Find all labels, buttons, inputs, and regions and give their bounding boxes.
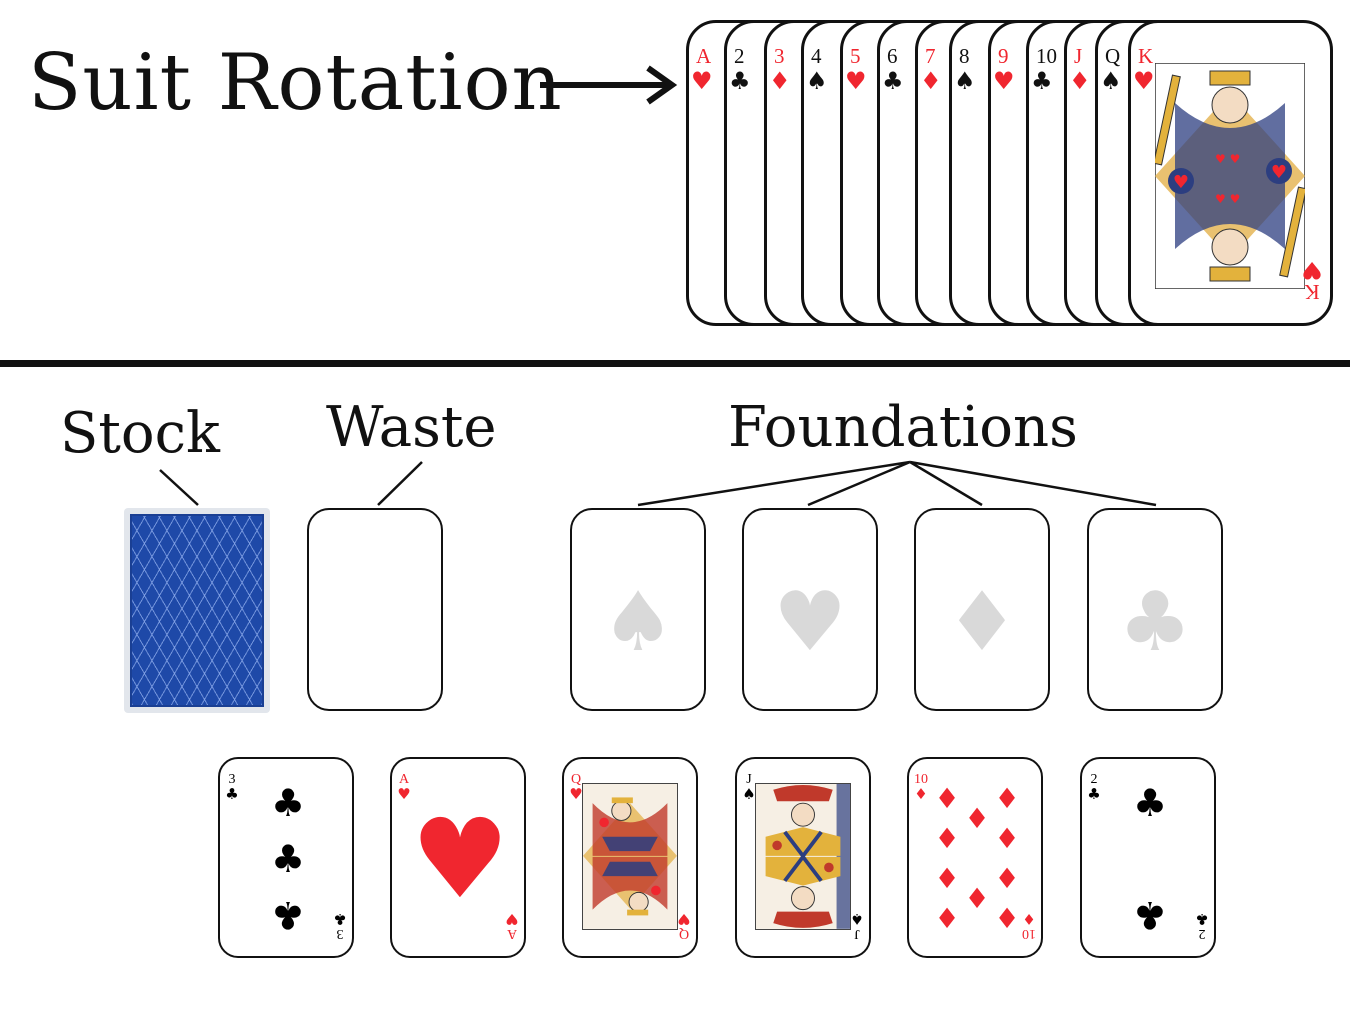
club-icon: ♣: [1132, 781, 1168, 825]
right-arrow-icon: [540, 65, 678, 105]
card-rank: 2: [734, 44, 745, 68]
foundation-slot-diamonds[interactable]: ♦: [914, 508, 1050, 711]
jack-face-art: [755, 783, 851, 930]
diamond-icon: ♦: [994, 782, 1020, 815]
svg-text:♥: ♥: [1173, 172, 1189, 193]
heart-icon: ♥: [993, 67, 1015, 95]
spade-icon: ♠: [1100, 67, 1122, 95]
card-corner: 10♦: [1022, 910, 1036, 941]
diamond-icon: ♦: [934, 902, 960, 935]
card-corner: 2♣: [1087, 772, 1101, 803]
diamond-icon: ♦: [769, 67, 791, 95]
queen-face-art: [582, 783, 678, 930]
spade-icon: ♠: [601, 575, 675, 670]
tableau-card-2[interactable]: A♥ A♥ ♥: [390, 757, 526, 958]
card-corner: 10♦: [914, 772, 928, 803]
tableau-card-1[interactable]: 3♣ 3♣ ♣ ♣ ♣: [218, 757, 354, 958]
foundations-label: Foundations: [728, 395, 1078, 460]
heart-icon: ♥: [845, 67, 867, 95]
svg-text:♥ ♥: ♥ ♥: [1215, 192, 1240, 206]
rotation-card-K: K♥♥♥♥ ♥♥ ♥K♥: [1128, 20, 1333, 326]
club-icon: ♣: [729, 67, 751, 95]
tableau-card-5[interactable]: 10♦ 10♦ ♦ ♦ ♦ ♦ ♦ ♦ ♦ ♦ ♦ ♦: [907, 757, 1043, 958]
card-corner: 3♣: [333, 910, 347, 941]
spade-icon: ♠: [806, 67, 828, 95]
diamond-icon: ♦: [920, 67, 942, 95]
card-corner: Q♥: [569, 772, 583, 803]
card-corner: 2♣: [1195, 910, 1209, 941]
diamond-icon: ♦: [934, 862, 960, 895]
diamond-icon: ♦: [1069, 67, 1091, 95]
card-rank: 8: [959, 44, 970, 68]
card-corner: J♠: [742, 772, 756, 803]
card-corner: 3♣: [225, 772, 239, 803]
stock-pile[interactable]: [124, 508, 270, 713]
diamond-icon: ♦: [934, 782, 960, 815]
svg-text:♥: ♥: [1271, 162, 1287, 183]
section-divider: [0, 360, 1350, 367]
diamond-icon: ♦: [945, 575, 1019, 670]
stock-label: Stock: [60, 401, 220, 466]
card-rank: 4: [811, 44, 822, 68]
card-corner: A♥: [397, 772, 411, 803]
card-back: [130, 514, 264, 707]
card-rank: 10: [1036, 44, 1057, 68]
card-rank: 3: [774, 44, 785, 68]
diamond-icon: ♦: [994, 902, 1020, 935]
king-face-art: ♥ ♥ ♥ ♥ ♥ ♥: [1155, 63, 1305, 289]
card-rank: 7: [925, 44, 936, 68]
diamond-icon: ♦: [994, 862, 1020, 895]
heart-icon: ♥: [1133, 67, 1155, 95]
card-rank: K: [1138, 44, 1154, 68]
card-rank: A: [696, 44, 712, 68]
club-icon: ♣: [270, 781, 306, 825]
club-icon: ♣: [270, 893, 306, 937]
card-rank: Q: [1105, 44, 1121, 68]
svg-text:♥ ♥: ♥ ♥: [1215, 152, 1240, 166]
diamond-icon: ♦: [994, 822, 1020, 855]
waste-slot[interactable]: [307, 508, 443, 711]
card-rank: J: [1074, 44, 1083, 68]
heart-icon: ♥: [773, 575, 847, 670]
card-rank: 6: [887, 44, 898, 68]
foundation-slot-hearts[interactable]: ♥: [742, 508, 878, 711]
club-icon: ♣: [882, 67, 904, 95]
tableau-card-3[interactable]: Q♥ Q♥: [562, 757, 698, 958]
club-icon: ♣: [1132, 893, 1168, 937]
club-icon: ♣: [270, 837, 306, 881]
diamond-icon: ♦: [964, 802, 990, 835]
heart-icon: ♥: [691, 67, 713, 95]
heart-icon: ♥: [410, 795, 510, 923]
foundation-slot-clubs[interactable]: ♣: [1087, 508, 1223, 711]
waste-label: Waste: [326, 395, 497, 460]
card-rank: 5: [850, 44, 861, 68]
club-icon: ♣: [1118, 575, 1192, 670]
tableau-card-6[interactable]: 2♣ 2♣ ♣ ♣: [1080, 757, 1216, 958]
spade-icon: ♠: [954, 67, 976, 95]
card-rank: 9: [998, 44, 1009, 68]
tableau-card-4[interactable]: J♠ J♠: [735, 757, 871, 958]
club-icon: ♣: [1031, 67, 1053, 95]
foundation-slot-spades[interactable]: ♠: [570, 508, 706, 711]
diamond-icon: ♦: [934, 822, 960, 855]
suit-rotation-title: Suit Rotation: [28, 38, 563, 128]
diamond-icon: ♦: [964, 882, 990, 915]
